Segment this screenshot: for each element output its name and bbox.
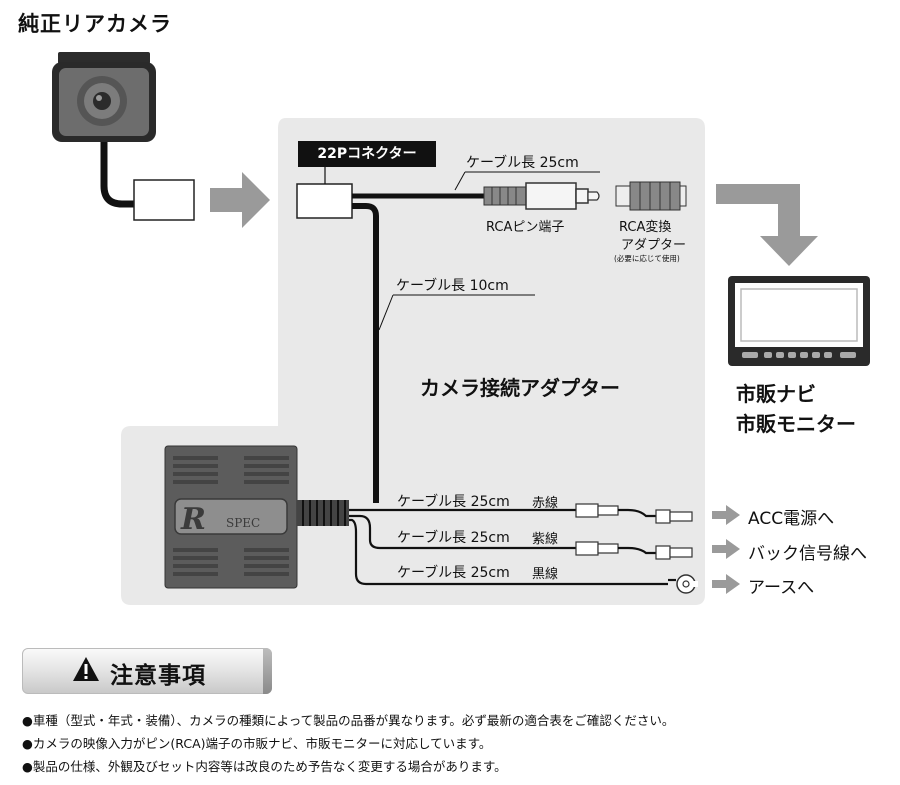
red-wire-terminal bbox=[575, 503, 693, 524]
cable-top-length: ケーブル長 25cm bbox=[466, 155, 579, 171]
logo-r: R bbox=[180, 502, 206, 537]
arrow-right-icon bbox=[712, 539, 740, 559]
cable-purple-length: ケーブル長 25cm bbox=[397, 530, 510, 546]
earth-terminal-icon bbox=[668, 574, 698, 594]
navi-label-1: 市販ナビ bbox=[736, 382, 816, 406]
note-item-1: ●車種（型式・年式・装備）、カメラの種類によって製品の品番が異なります。必ず最新… bbox=[22, 713, 675, 728]
note-item-2: ●カメラの映像入力がピン(RCA)端子の市販ナビ、市販モニターに対応しています。 bbox=[22, 736, 492, 751]
navi-label-2: 市販モニター bbox=[736, 412, 856, 436]
caution-title: 注意事項 bbox=[110, 663, 206, 689]
connector-label: 22Pコネクター bbox=[298, 141, 436, 167]
camera-title: 純正リアカメラ bbox=[18, 12, 172, 36]
rca-pin-plug bbox=[483, 182, 600, 210]
arrow-right-icon bbox=[712, 574, 740, 594]
cable-red-length: ケーブル長 25cm bbox=[397, 494, 510, 510]
wire-red-label: 赤線 bbox=[532, 496, 559, 511]
purple-wire-terminal bbox=[575, 541, 693, 560]
rca-adapter-label-1: RCA変換 bbox=[619, 220, 672, 235]
adapter-title: カメラ接続アダプター bbox=[420, 376, 620, 400]
connection-diagram: R SPEC bbox=[52, 52, 870, 605]
cable-black-length: ケーブル長 25cm bbox=[397, 565, 510, 581]
rca-adapter-label-2: アダプター bbox=[621, 238, 687, 253]
connector-22p bbox=[296, 183, 353, 219]
camera-adapter-box: R SPEC bbox=[164, 445, 298, 589]
rca-pin-label: RCAピン端子 bbox=[486, 220, 565, 235]
cable-boot bbox=[297, 500, 349, 526]
rca-adapter-note: (必要に応じて使用) bbox=[614, 254, 680, 263]
arrow-down-icon bbox=[716, 184, 818, 266]
caution-banner-edge bbox=[263, 648, 272, 694]
rca-conversion-adapter bbox=[615, 181, 687, 211]
note-item-3: ●製品の仕様、外観及びセット内容等は改良のため予告なく変更する場合があります。 bbox=[22, 759, 507, 774]
navi-monitor bbox=[728, 276, 870, 366]
logo-spec: SPEC bbox=[226, 516, 260, 530]
destination-earth: アースへ bbox=[748, 578, 815, 598]
arrow-right-icon bbox=[712, 505, 740, 525]
rear-camera bbox=[52, 52, 195, 221]
destination-back: バック信号線へ bbox=[748, 544, 867, 564]
wire-purple bbox=[349, 514, 576, 550]
cable-vertical bbox=[352, 203, 379, 503]
arrow-right-icon bbox=[210, 172, 270, 228]
wire-black bbox=[349, 518, 668, 586]
wire-black-label: 黒線 bbox=[532, 567, 559, 582]
warning-icon bbox=[73, 657, 99, 681]
wire-purple-label: 紫線 bbox=[532, 532, 559, 547]
cable-vertical-length: ケーブル長 10cm bbox=[396, 278, 509, 294]
destination-acc: ACC電源へ bbox=[748, 509, 835, 529]
